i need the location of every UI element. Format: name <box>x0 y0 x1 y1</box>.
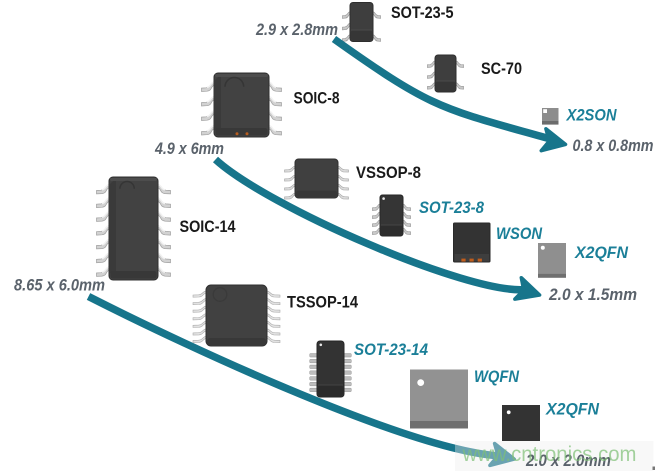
svg-text:www.cntronics.com: www.cntronics.com <box>462 443 637 466</box>
svg-text:WQFN: WQFN <box>474 367 520 386</box>
svg-text:2.0 x 1.5mm: 2.0 x 1.5mm <box>548 285 637 304</box>
svg-text:2.0 x 2.0mm: 2.0 x 2.0mm <box>525 451 611 470</box>
svg-text:SOIC-8: SOIC-8 <box>294 89 340 108</box>
svg-text:TSSOP-14: TSSOP-14 <box>287 293 358 312</box>
svg-text:0.8 x 0.8mm: 0.8 x 0.8mm <box>573 136 654 155</box>
svg-text:SOIC-14: SOIC-14 <box>180 217 236 236</box>
svg-text:X2SON: X2SON <box>566 106 617 125</box>
svg-text:X2QFN: X2QFN <box>574 243 629 262</box>
svg-text:SOT-23-14: SOT-23-14 <box>354 340 428 359</box>
svg-text:SOT-23-8: SOT-23-8 <box>419 198 484 217</box>
svg-text:8.65 x 6.0mm: 8.65 x 6.0mm <box>14 276 105 295</box>
svg-text:SOT-23-5: SOT-23-5 <box>391 3 454 22</box>
svg-text:SC-70: SC-70 <box>481 59 522 78</box>
svg-text:WSON: WSON <box>496 224 543 243</box>
svg-text:X2QFN: X2QFN <box>545 400 600 419</box>
svg-text:VSSOP-8: VSSOP-8 <box>356 163 421 182</box>
svg-text:2.9 x 2.8mm: 2.9 x 2.8mm <box>255 20 338 39</box>
svg-text:4.9 x 6mm: 4.9 x 6mm <box>154 139 224 158</box>
